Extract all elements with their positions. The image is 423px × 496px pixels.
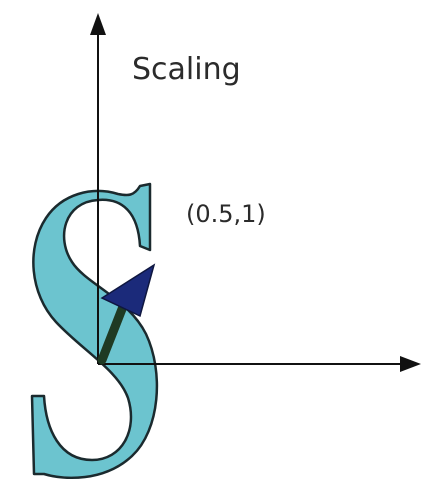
vector-shaft	[97, 299, 129, 365]
diagram-title: Scaling	[132, 52, 241, 87]
y-axis-arrowhead	[90, 13, 106, 35]
x-axis-arrowhead	[400, 356, 421, 372]
vector-arrowhead	[100, 263, 156, 318]
point-coordinate-label: (0.5,1)	[186, 200, 266, 228]
scaled-letter-s	[30, 182, 159, 479]
